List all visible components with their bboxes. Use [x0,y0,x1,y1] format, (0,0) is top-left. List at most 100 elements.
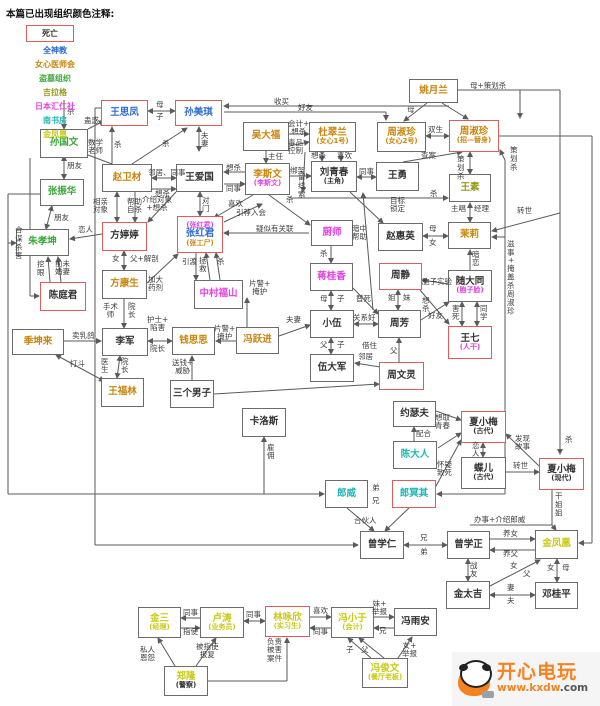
edge-label: 查案 [421,151,436,160]
edge-line [213,194,254,219]
edge-label: 杀 [67,107,75,116]
node-label: 卡洛斯 [249,416,279,428]
node-label: 王爱国 [185,171,214,183]
edge-label: 挖眼 [36,260,46,277]
edge-label: 女 [547,563,555,572]
node-label: 夏小梅 [547,464,576,476]
diagram-node: 郎威 [325,480,368,508]
edge-label: 战 友 [470,561,478,579]
edge-line [358,637,385,659]
node-label: 刘青春 [319,166,349,178]
edge-label: 子 [346,645,354,654]
edge-label: 想杀 [311,151,326,160]
edge-label: 同事 [313,627,328,636]
diagram-node: 季坤来 [12,329,64,355]
edge-line [403,102,428,122]
edge-label: 母 [429,224,437,233]
diagram-node: 约瑟夫 [393,401,436,427]
edge-label: 医 生 [101,357,109,375]
edge-label: 妻 [507,583,515,592]
legend-title: 本篇已出现组织颜色注释: [6,9,115,20]
diagram-node: 陈庭君 [40,282,86,311]
edge-label: 兄 [379,626,387,635]
edge-line [195,637,217,667]
node-label: 厨师 [322,226,342,238]
node-label: 冯小于 [338,612,367,624]
edge-label: 杀 [162,139,170,148]
edge-label: 关系好 [353,313,376,322]
edge-label: 邻居 [358,352,373,361]
diagram-node: (张红君)张红君(张工尸) [177,216,223,253]
diagram-node: 周淑珍(女心2号) [377,122,426,152]
edge-line [435,410,462,422]
edge-label: 加大 药剂 [148,275,163,293]
node-label: 王福林 [108,386,137,398]
diagram-node: 朱孝坤 [16,229,69,256]
edge-label: 恋 人 [472,441,480,459]
edge-label: 父 [320,340,328,349]
edge-label: 发现 故事 [515,434,530,452]
diagram-node: 金三(经理) [138,607,181,638]
edge-label: 母 [407,105,415,114]
edge-label: 被指使 报复 [196,642,219,660]
edge-line [505,433,540,467]
edge-label: 子 [337,294,345,303]
watermark-url: www.kxdw.com [497,681,589,694]
edge-line [437,432,462,449]
edge-line [421,277,449,285]
node-sublabel: (女心2号) [385,137,418,146]
diagram-node: 王福林 [101,378,144,407]
node-label: 冯跃进 [243,334,272,346]
diagram-node: 郑隆(警察) [164,666,208,696]
edge-label: 替死 [356,294,371,303]
edge-label: 女 [112,254,120,263]
edge-line [397,636,413,659]
diagram-node: 邓桂平 [535,582,578,609]
node-label: 周文灵 [387,369,416,381]
edge-label: 毒品 控制 [288,138,303,156]
node-sublabel: (古代) [473,427,494,436]
edge-label: 母+策划杀 [470,81,507,90]
edge-line [278,323,311,337]
diagram-node: 王素 [449,174,491,202]
edge-line [402,149,463,163]
diagram-node: 金凤凰 [535,530,578,559]
diagram-node: 周文灵 [379,362,424,390]
edge-label: 想杀 [155,189,170,198]
edge-label: 杀 [217,257,225,266]
node-label: 王思凤 [110,106,139,118]
node-label: 周淑珍 [459,126,489,138]
edge-line [420,301,450,321]
edge-line [213,381,380,395]
node-label: 蝶儿 [473,463,493,475]
edge-label: 暗 恋 [472,250,480,268]
diagram-node: 刘青春(主角) [311,161,357,192]
diagram-node: 郎冥其 [392,480,436,508]
edge-label: 子 [156,112,164,121]
node-sublabel: (会计) [342,622,363,631]
edge-label: 相亲 对象 [93,197,108,215]
edge-line [55,256,62,283]
edge-label: 养父 [503,549,518,558]
edge-label: 杀 [430,189,438,198]
edge-label: 母 [156,100,164,109]
diagram-node: 卡洛斯 [242,408,286,437]
edge-label: 同事 [226,184,241,193]
diagram-node: 孙美琪 [175,100,222,126]
edge-label: 收买 [274,97,289,106]
edge-label: 好友 [298,103,313,112]
diagram-node: 吴大福 [243,122,289,151]
node-label: 方康生 [110,278,139,290]
node-label: 卢涛 [212,612,232,624]
edge-label: 养女 [503,529,518,538]
edge-label: 想杀 [226,163,241,172]
edge-label: 弟 [372,483,380,492]
diagram-node: 蒋桂香 [310,263,353,291]
node-label: 金三 [149,612,169,624]
diagram-node: 夏小梅(现代) [539,458,584,490]
edge-label: 想 杀 [422,296,430,314]
node-label: 吴大福 [251,130,281,142]
edge-line [44,205,54,230]
edge-line [213,252,221,281]
diagram-node: 茉莉 [448,222,491,249]
